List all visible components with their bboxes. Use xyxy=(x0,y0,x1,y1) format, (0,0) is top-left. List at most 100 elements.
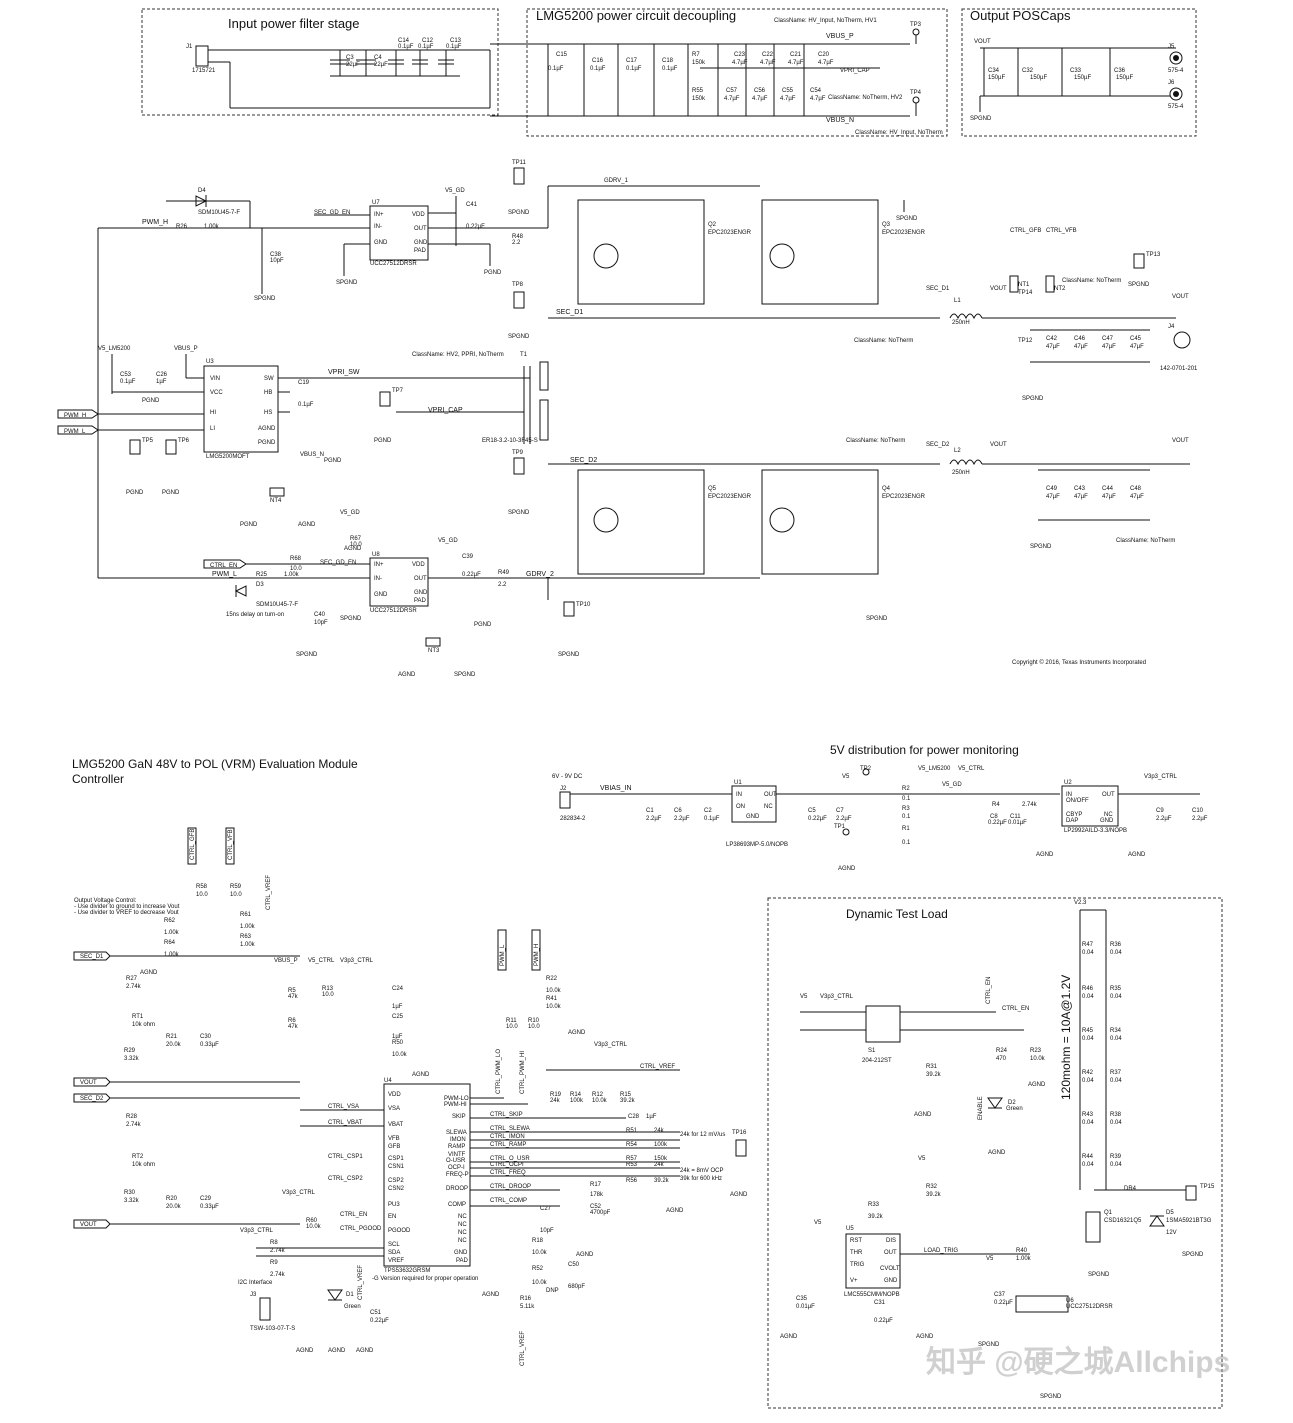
svg-text:CTRL_CSP2: CTRL_CSP2 xyxy=(328,1176,363,1182)
svg-text:2.2µF: 2.2µF xyxy=(646,816,662,822)
svg-text:NC: NC xyxy=(458,1222,467,1228)
svg-text:10.0: 10.0 xyxy=(230,892,242,898)
svg-text:10k ohm: 10k ohm xyxy=(132,1022,155,1028)
svg-text:R5: R5 xyxy=(288,988,296,994)
j1-connector[interactable]: J1 1715721 xyxy=(186,44,216,74)
svg-text:CTRL_COMP: CTRL_COMP xyxy=(490,1198,527,1204)
svg-text:OUT: OUT xyxy=(1102,792,1115,798)
svg-text:C50: C50 xyxy=(568,1262,580,1268)
svg-text:SPGND: SPGND xyxy=(508,334,530,340)
svg-text:C25: C25 xyxy=(392,1014,404,1020)
svg-text:J6: J6 xyxy=(1168,80,1175,86)
svg-text:EPC2023ENGR: EPC2023ENGR xyxy=(708,494,752,500)
svg-text:VSA: VSA xyxy=(388,1106,400,1112)
tp11[interactable]: TP11 xyxy=(512,160,527,185)
svg-text:SEC_D2: SEC_D2 xyxy=(570,457,597,464)
svg-text:LMC555CMM/NOPB: LMC555CMM/NOPB xyxy=(844,1292,900,1298)
svg-text:TRIG: TRIG xyxy=(850,1262,865,1268)
svg-text:1.00k: 1.00k xyxy=(240,942,256,948)
svg-text:TP10: TP10 xyxy=(576,602,591,608)
svg-text:ClassName: NoTherm: ClassName: NoTherm xyxy=(1116,538,1175,544)
svg-text:CSN1: CSN1 xyxy=(388,1164,405,1170)
tp7[interactable]: TP7 xyxy=(379,388,404,407)
s1-switch[interactable]: S1 204-212ST xyxy=(862,1005,901,1064)
svg-text:V5: V5 xyxy=(842,774,850,780)
controller-title-2: Controller xyxy=(72,772,124,786)
svg-text:4.7µF: 4.7µF xyxy=(810,96,826,102)
tp15[interactable]: TP15 xyxy=(1185,1184,1215,1201)
svg-text:GND: GND xyxy=(374,240,388,246)
j4-connector[interactable]: 142-0701-201 xyxy=(1160,331,1198,372)
tp4[interactable]: TP4 xyxy=(910,90,922,104)
tp2[interactable]: TP2 xyxy=(860,766,872,776)
sec-d1-port: SEC_D1 xyxy=(73,951,111,961)
svg-text:R13: R13 xyxy=(322,986,334,992)
svg-text:AGND: AGND xyxy=(1036,852,1054,858)
pwm-hi-port: PWM_H xyxy=(531,929,541,971)
tp13[interactable]: TP13 xyxy=(1133,252,1161,269)
svg-text:R37: R37 xyxy=(1110,1070,1122,1076)
tp1[interactable]: TP1 xyxy=(834,824,850,836)
tp10[interactable]: TP10 xyxy=(563,601,591,617)
svg-text:680pF: 680pF xyxy=(568,1284,585,1290)
svg-text:VOUT: VOUT xyxy=(990,286,1007,292)
svg-text:C45: C45 xyxy=(1130,336,1142,342)
tp3[interactable]: TP3 xyxy=(910,22,922,36)
svg-text:0.1µF: 0.1µF xyxy=(398,44,414,50)
svg-text:RT2: RT2 xyxy=(132,1154,144,1160)
svg-text:SPGND: SPGND xyxy=(1182,1252,1204,1258)
svg-text:SPGND: SPGND xyxy=(1128,282,1150,288)
svg-text:R63: R63 xyxy=(240,934,252,940)
tp16[interactable]: TP16 xyxy=(732,1130,747,1157)
ctrl-vfb-port: CTRL_VFB xyxy=(225,827,235,865)
tp6[interactable]: TP6 xyxy=(165,438,190,455)
svg-text:VBUS_N: VBUS_N xyxy=(826,117,854,124)
nt1: NT1 xyxy=(1009,275,1030,293)
svg-text:C46: C46 xyxy=(1074,336,1086,342)
svg-text:0.1µF: 0.1µF xyxy=(704,816,720,822)
svg-text:TP16: TP16 xyxy=(732,1130,747,1136)
svg-text:IN-: IN- xyxy=(374,576,382,582)
svg-text:R48: R48 xyxy=(512,234,524,240)
svg-text:SEC_GD_EN: SEC_GD_EN xyxy=(314,210,350,216)
svg-text:0.1µF: 0.1µF xyxy=(298,402,314,408)
tp5[interactable]: TP5 xyxy=(129,438,154,455)
nt2: NT2 xyxy=(1045,275,1066,293)
svg-text:U7: U7 xyxy=(372,200,380,206)
input-filter-title: Input power filter stage xyxy=(228,16,360,31)
svg-text:OUT: OUT xyxy=(764,792,777,798)
svg-text:0.33µF: 0.33µF xyxy=(200,1042,219,1048)
svg-text:1.00k: 1.00k xyxy=(284,572,300,578)
svg-text:R43: R43 xyxy=(1082,1112,1094,1118)
svg-text:C22: C22 xyxy=(762,52,774,58)
svg-text:PGND: PGND xyxy=(374,438,392,444)
svg-text:C6: C6 xyxy=(674,808,682,814)
svg-text:AGND: AGND xyxy=(298,522,316,528)
svg-text:0.04: 0.04 xyxy=(1082,950,1094,956)
tp8[interactable]: TP8 xyxy=(512,282,525,309)
svg-text:D3: D3 xyxy=(256,582,264,588)
svg-text:U8: U8 xyxy=(372,552,380,558)
tp9[interactable]: TP9 xyxy=(512,450,525,475)
svg-text:SPGND: SPGND xyxy=(558,652,580,658)
svg-text:C31: C31 xyxy=(874,1300,886,1306)
svg-text:CTRL_EN: CTRL_EN xyxy=(340,1212,367,1218)
svg-text:R58: R58 xyxy=(196,884,208,890)
svg-text:SCL: SCL xyxy=(388,1242,400,1248)
svg-text:DROOP: DROOP xyxy=(446,1186,468,1192)
copyright: Copyright © 2016, Texas Instruments Inco… xyxy=(1012,659,1146,666)
svg-text:R21: R21 xyxy=(166,1034,178,1040)
svg-text:R46: R46 xyxy=(1082,986,1094,992)
